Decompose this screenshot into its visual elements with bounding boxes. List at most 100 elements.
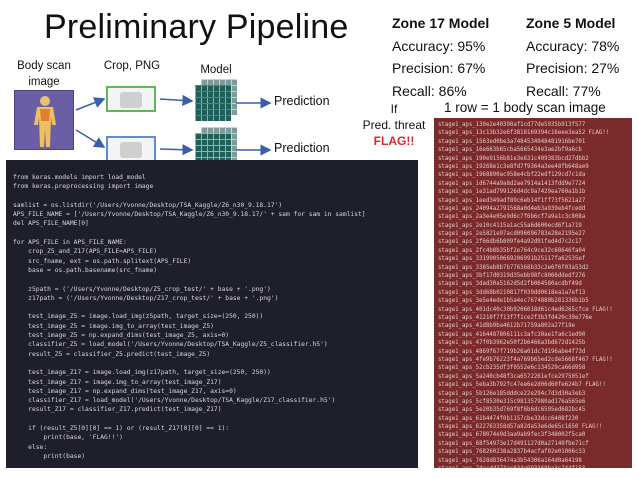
log-line: stage1_aps_3bf17d0319d35ebb98fc8066ddedf… <box>438 273 586 280</box>
log-line: stage1_aps_3385eb8b7b776368b33c2e6f6f03a… <box>438 264 589 271</box>
log-line: stage1_aps_2e10c4115a1ac55a6d600ecd6f1a7… <box>438 222 582 229</box>
log-line: stage1_aps_4869f67f719b26a01dc7d196abe4f… <box>438 348 586 355</box>
code-line: result_Z17 = classifier_Z17.predict(test… <box>13 406 222 414</box>
log-line: stage1_aps_768260238a2837b4acfaf02e01006… <box>438 449 586 456</box>
prediction-label: Prediction <box>274 141 330 155</box>
code-line: classifier_Z5 = load_model('/Users/Yvonn… <box>13 341 328 349</box>
log-line: stage1_aps_47f0b3962e50f2b6466a3bd672d14… <box>438 340 586 347</box>
code-line: test_image_Z17 = image.img_to_array(test… <box>13 378 222 386</box>
log-line: stage1_aps_41210f7f13f7f1ce2f3b3fd420c39… <box>438 314 593 321</box>
log-line: stage1_aps_61b4474f0b1157cbe33dcc6408f23… <box>438 415 579 422</box>
code-line: samlist = os.listdir('/Users/Yvonne/Desk… <box>13 201 283 209</box>
zone17-heading: Zone 17 Model <box>392 15 490 31</box>
flag-label: FLAG!! <box>373 134 415 148</box>
code-line: from keras.models import load_model <box>13 174 146 181</box>
model-label: Model <box>200 64 232 76</box>
crop-content-icon <box>120 92 142 108</box>
code-line: z17path = ('/Users/Yvonne/Desktop/Z17_cr… <box>13 294 279 302</box>
code-line: if (result_Z5[0][0] == 1) or (result_Z17… <box>13 425 230 433</box>
log-line: stage1_aps_7628d836474a3b54306a164d0a641… <box>438 457 582 464</box>
log-line: stage1_aps_4164487806111c3afc30ae1fa6c1e… <box>438 331 586 338</box>
zone17-precision: Precision: 67% <box>392 60 486 76</box>
body-scan-label-line1: Body scan <box>17 60 71 72</box>
log-line: stage1_aps_622763358d57a82da53e6de65c165… <box>438 424 603 431</box>
prediction-label: Prediction <box>274 94 330 108</box>
crop-thumbnail-icon <box>106 86 156 112</box>
body-scan-icon <box>14 90 74 150</box>
log-line: stage1_aps_13c13b32e6f3818169394c16eee3e… <box>438 130 610 137</box>
code-line: for APS_FILE in APS_FILE_NAME: <box>13 239 127 247</box>
log-line: stage1_aps_4fe9b76223f4a769b65ed2cde5668… <box>438 356 613 363</box>
log-line: stage1_aps_678074e9d3aa9ab9fec3f348002f5… <box>438 432 586 439</box>
crop-label: Crop, PNG <box>103 60 161 72</box>
model-grid-icon <box>195 85 231 121</box>
log-line: stage1_aps_5cf8530e315c981357980ad176a56… <box>438 398 586 405</box>
log-line: stage1_aps_24094a2791568a0d4eb3a939eb4fc… <box>438 205 586 212</box>
code-line: test_image_Z17 = np.expand_dims(test_ima… <box>13 387 237 395</box>
log-line: stage1_aps_7dccdd373ac634e993368ba3c744f… <box>438 465 628 468</box>
code-line: result_Z5 = classifier_Z5.predict(test_i… <box>13 350 211 358</box>
log-line: stage1_aps_2f66db6b809fe4a92d91fed4d7c2c… <box>438 239 582 246</box>
body-silhouette-icon <box>15 91 73 149</box>
zone5-accuracy: Accuracy: 78% <box>526 37 620 54</box>
zone17-accuracy: Accuracy: 95% <box>392 37 486 54</box>
log-line: stage1_aps_1968890ac958e4cbf22edf129cd7c… <box>438 172 586 179</box>
zone5-heading: Zone 5 Model <box>526 15 616 31</box>
code-line: base = os.path.basename(src_fname) <box>13 266 158 274</box>
log-line: stage1_aps_5b126e185dddce22e294c7d3d30a3… <box>438 390 586 397</box>
crop-thumbnail-icon <box>106 136 156 162</box>
if-label: If <box>390 102 398 116</box>
code-line <box>13 192 412 201</box>
code-line: test_image_Z5 = image.load_img(z5path, t… <box>13 313 264 321</box>
arrow-icon <box>159 144 194 156</box>
log-line: stage1_aps_1d6744a9a8d2ae7914a1413fdd9e7… <box>438 180 586 187</box>
zone17-recall: Recall: 86% <box>392 82 467 99</box>
code-line: test_image_Z17 = image.load_img(z17path,… <box>13 369 271 377</box>
page-title: Preliminary Pipeline <box>44 8 349 46</box>
log-line: stage1_aps_1eed349adf89c6eb14f1ff73f5621… <box>438 197 586 204</box>
body-scan-label: Body scan image <box>12 58 76 90</box>
log-line: stage1_aps_5a240cb48f3ca6572261efce29750… <box>438 373 589 380</box>
arrow-icon <box>75 129 106 148</box>
arrow-icon <box>159 94 194 106</box>
code-line <box>13 415 412 424</box>
code-line <box>13 229 412 238</box>
code-line: crop_Z5_and_Z17(APS_FILE=APS_FILE) <box>13 248 158 256</box>
code-line: from keras.preprocessing import image <box>13 183 154 191</box>
log-line: stage1_aps_3e5e4ede1b5a4ec7674880b281336… <box>438 298 589 305</box>
code-line: del APS_FILE_NAME[0] <box>13 220 89 228</box>
log-line: stage1_aps_3dad30a5162d5d2fb064580acdbf4… <box>438 281 582 288</box>
zone5-metrics: Zone 5 Model Accuracy: 78% Precision: 27… <box>526 12 619 102</box>
code-line <box>13 275 412 284</box>
log-line: stage1_aps_2e5821e97acd096096783e28e2195… <box>438 231 586 238</box>
zone17-metrics: Zone 17 Model Accuracy: 95% Precision: 6… <box>392 12 489 102</box>
log-line: stage1_aps_1e31ad799126d4dc9a7429ea760a1… <box>438 189 586 196</box>
row-note: 1 row = 1 body scan image <box>444 100 606 115</box>
pred-threat-label: Pred. threat <box>362 118 426 132</box>
code-line <box>13 303 412 312</box>
code-line: else: <box>13 443 48 451</box>
code-line: test_image_Z5 = image.img_to_array(test_… <box>13 322 214 330</box>
zone5-recall: Recall: 77% <box>526 82 601 99</box>
zone5-precision: Precision: 27% <box>526 60 620 76</box>
code-line: print(base, 'FLAG!!') <box>13 434 123 442</box>
output-log-panel: stage1_aps_130e2e40398af1cd77de5935b913f… <box>434 118 632 468</box>
arrow-icon <box>75 97 106 111</box>
log-line: stage1_aps_52cb235df3f0552e6c134529ca66d… <box>438 365 586 372</box>
log-line: stage1_aps_5eba3b792fc47ee6e2d06d60fe624… <box>438 382 606 389</box>
log-line: stage1_aps_19268e1c3e8fd7f9364a3ee48fb64… <box>438 163 589 170</box>
log-line: stage1_aps_2a3e4e05e9d6c7f6b6cf7a9a1c3c8… <box>438 214 586 221</box>
log-line: stage1_aps_5e20b35d769f8f6b6dc6595ed682b… <box>438 407 586 414</box>
body-scan-label-line2: image <box>28 76 60 88</box>
code-line <box>13 359 412 368</box>
log-line: stage1_aps_1563ed0be3a7484534948481916be… <box>438 138 586 145</box>
log-line: stage1_aps_3dd68b0210817f039dd0618ea1a7e… <box>438 289 586 296</box>
code-line: z5path = ('/Users/Yvonne/Desktop/Z5_crop… <box>13 285 271 293</box>
log-line: stage1_aps_16e663b65cba5665434e3ae2bf9a6… <box>438 147 582 154</box>
log-line: stage1_aps_41d8b9ba4612b71759a802a27f19e <box>438 323 575 330</box>
code-line: print(base) <box>13 452 86 460</box>
threat-condition: If Pred. threat FLAG!! <box>354 101 434 149</box>
log-line: stage1_aps_68f54973e17d491127d0a27140fbe… <box>438 440 589 447</box>
log-line: stage1_aps_190e9156b81e3e631c409383bcd27… <box>438 155 589 162</box>
